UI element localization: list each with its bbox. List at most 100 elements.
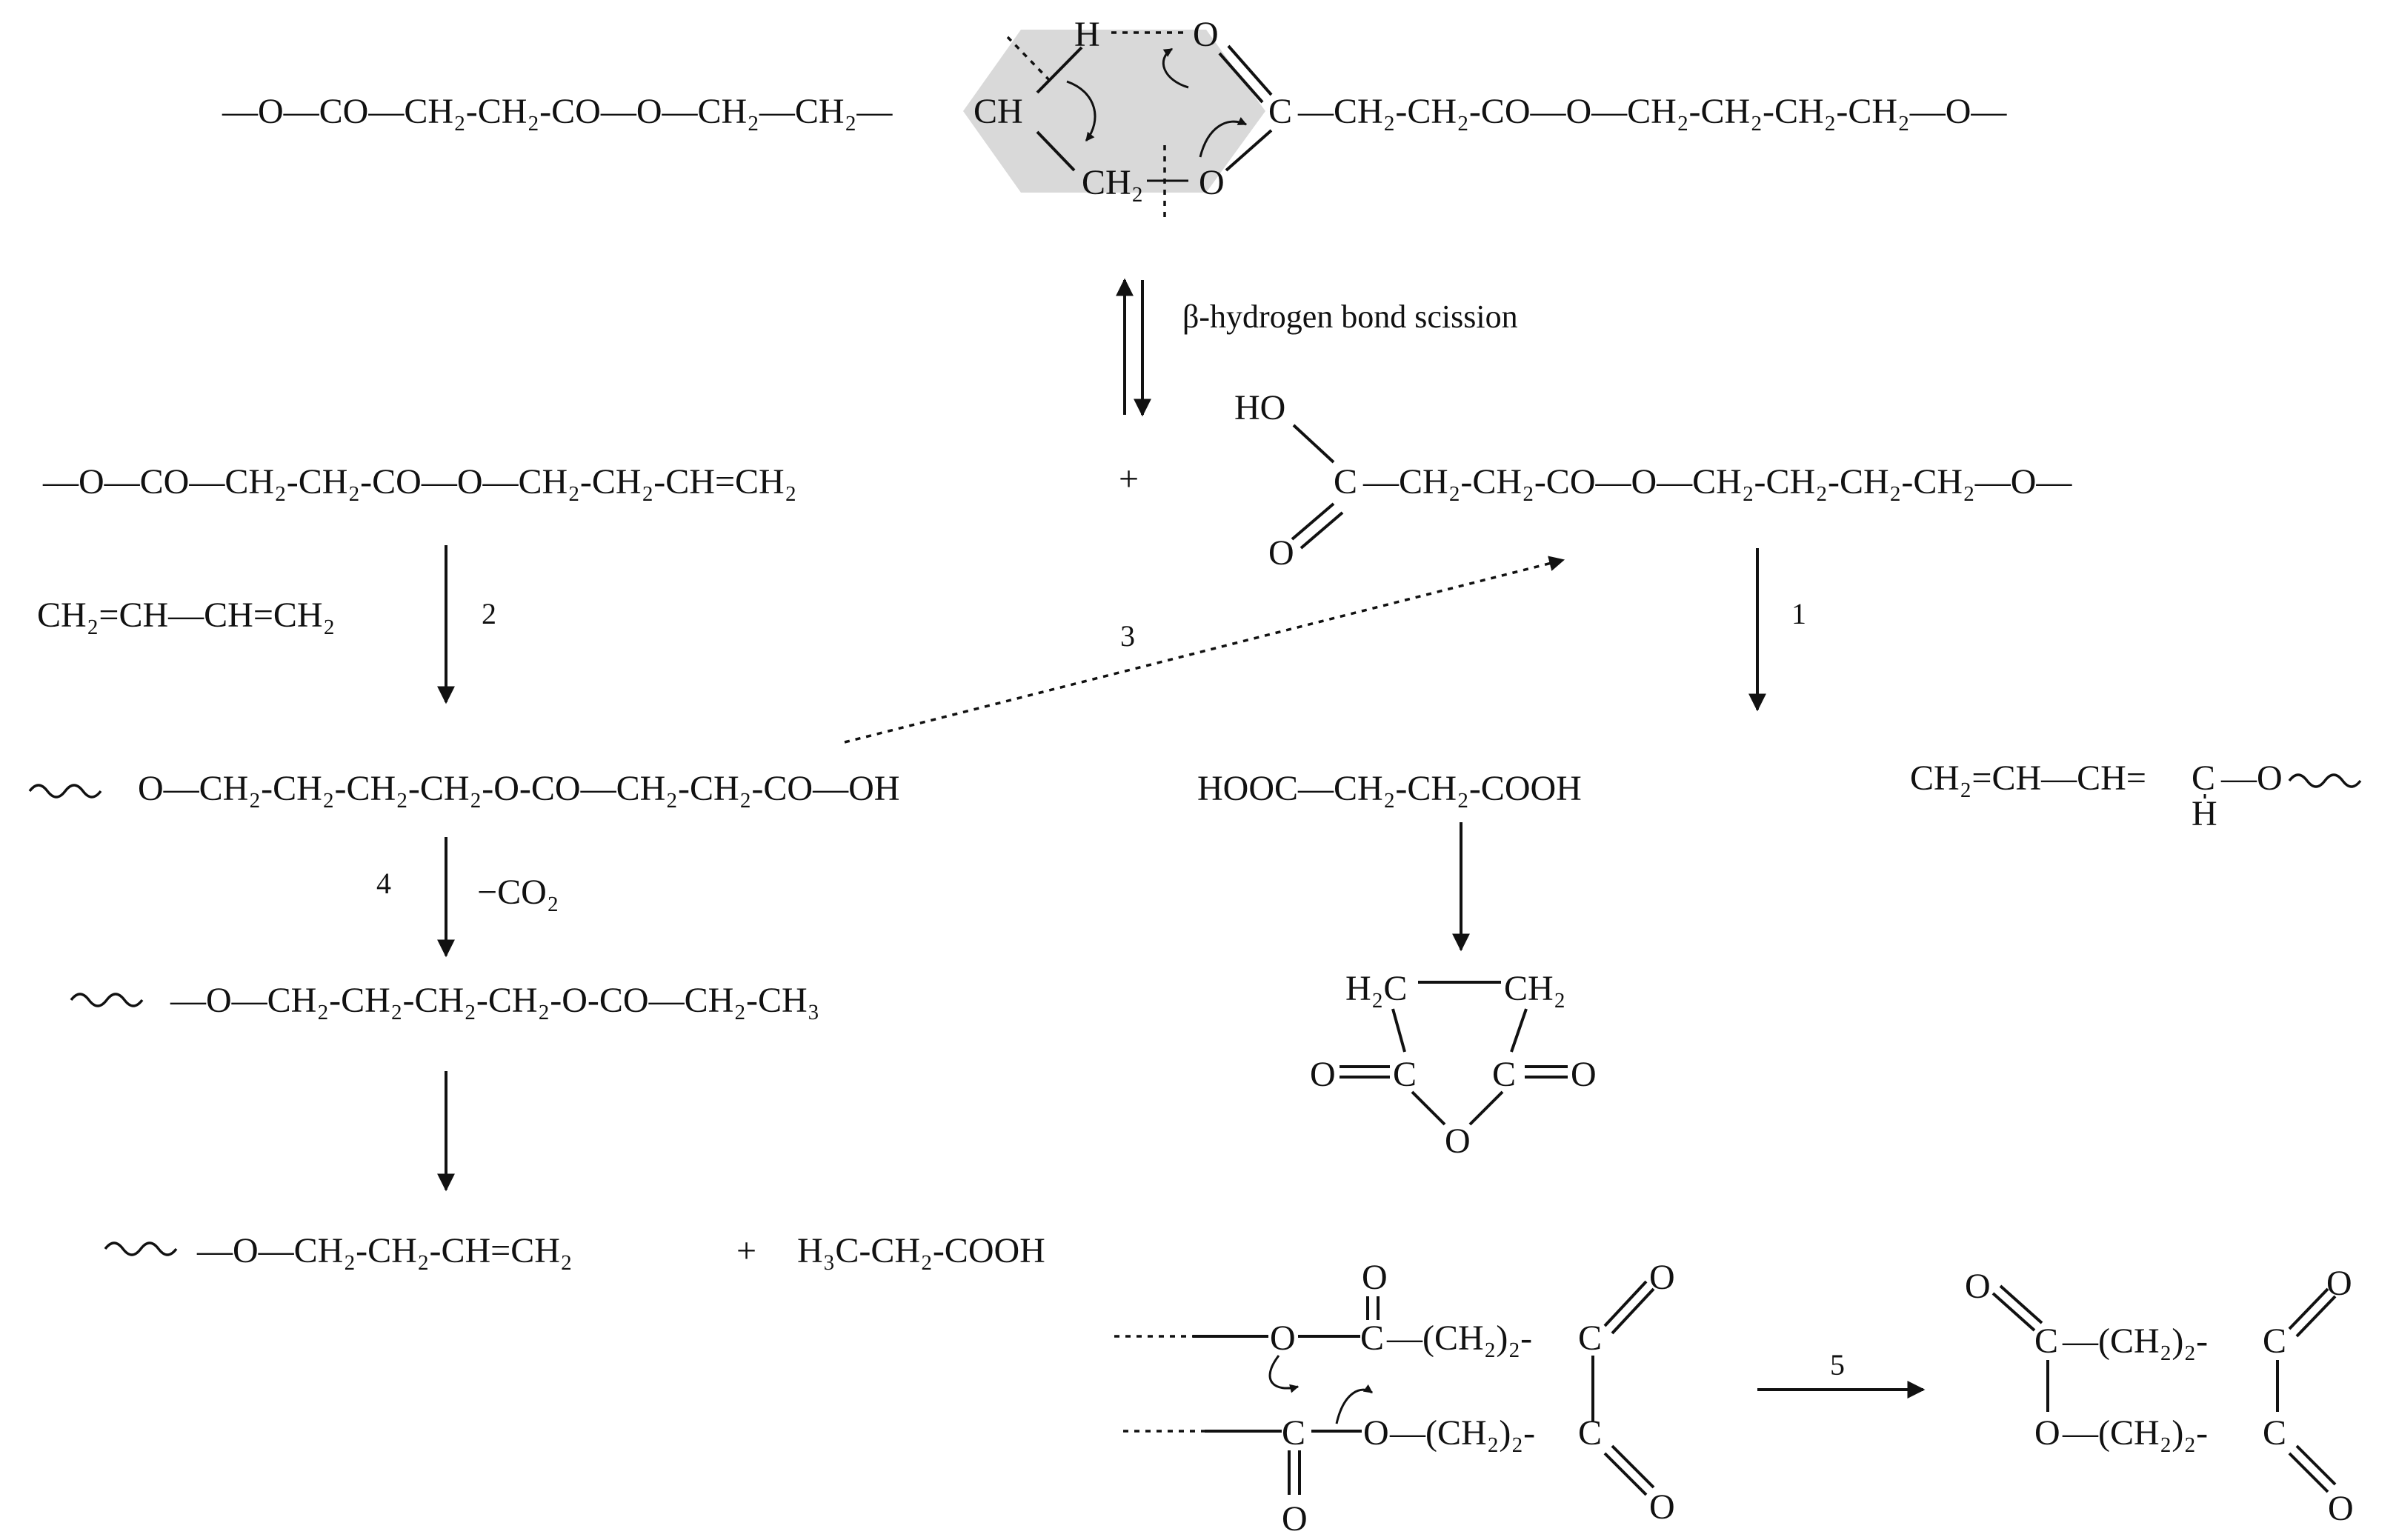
top-carbonyl-oxygen: O: [1362, 1258, 1388, 1297]
vinyl-ether-hydrogen: H: [2192, 794, 2217, 833]
polymer-wavy-bond-3: [70, 993, 144, 1007]
acid-carbon: C: [1334, 462, 1357, 501]
right-ring-bond: [1510, 1008, 1528, 1053]
ketone-carbon-2: C: [1578, 1413, 1602, 1453]
ketone-double-1b: [1611, 1287, 1655, 1335]
ch-ch2-bond: [1036, 130, 1076, 172]
polymer-wavy-bond-4: [104, 1241, 178, 1256]
cyclic-diketone-product: O O C —(CH₂)₂- C O —(CH₂)₂- C O: [1965, 1264, 2354, 1528]
bottom-carbonyl-oxygen: O: [1282, 1499, 1308, 1539]
step-5-label: 5: [1830, 1348, 1845, 1381]
upper-linker: —(CH₂)₂-: [1386, 1319, 1532, 1358]
c-o-double-bond-b: [1218, 52, 1264, 104]
curved-arrow-5: [1335, 1384, 1373, 1424]
product-c-o-double-3a: [2288, 1452, 2329, 1493]
product-top-oxygen-1: O: [1965, 1267, 1991, 1306]
ch2-group: CH₂: [1082, 163, 1143, 202]
propionate-chain: —O—CH₂-CH₂-CH₂-CH₂-O-CO—CH₂-CH₃: [170, 981, 819, 1020]
h-ch-bond: [1036, 46, 1083, 94]
product-upper-linker: —(CH₂)₂-: [2062, 1321, 2208, 1361]
product-c-o-double-1b: [1999, 1284, 2043, 1324]
hydroxy-acid-chain: O—CH₂-CH₂-CH₂-CH₂-O-CO—CH₂-CH₂-CO—OH: [138, 769, 899, 808]
hydroxyl-group: HO: [1234, 388, 1285, 427]
vinyl-ether-carbon: C: [2192, 759, 2215, 798]
c-o-double-bond-a: [1227, 44, 1273, 96]
equilibrium-arrows: β-hydrogen bond scission: [1116, 278, 1518, 417]
product-c-o-double-1a: [1991, 1292, 2036, 1332]
product-c-o-double-2b: [2295, 1295, 2337, 1338]
ketone-carbon-1: C: [1578, 1319, 1602, 1358]
plus-sign-2: +: [736, 1231, 756, 1270]
product-c-o-double-2a: [2288, 1287, 2329, 1330]
curved-arrow-3: [1066, 80, 1096, 141]
acid-ester-chain: HO C O —CH₂-CH₂-CO—O—CH₂-CH₂-CH₂-CH₂—O—: [1234, 388, 2072, 573]
propionic-acid: H₃C-CH₂-COOH: [797, 1231, 1045, 1270]
c-o-double-b: [1300, 511, 1344, 550]
vinyl-ether-chain: CH₂=CH—CH= C H —O: [1910, 759, 2362, 833]
curved-arrow-4: [1268, 1355, 1300, 1393]
propionate-row: —O—CH₂-CH₂-CH₂-CH₂-O-CO—CH₂-CH₃: [70, 981, 819, 1020]
anhydride-right-oxygen: O: [1571, 1055, 1597, 1094]
hydroxy-acid-row: O—CH₂-CH₂-CH₂-CH₂-O-CO—CH₂-CH₂-CO—OH: [28, 769, 899, 808]
starting-polyester: —O—CO—CH₂-CH₂-CO—O—CH₂—CH₂— CH H O CH₂ O…: [222, 15, 2007, 222]
co2-loss-label: −CO₂: [477, 873, 559, 912]
ester-oxygen: O: [1199, 163, 1225, 202]
bottom-ketone-oxygen: O: [1649, 1487, 1675, 1527]
c-o-single-bond: [1225, 129, 1273, 172]
ketone-double-1a: [1603, 1280, 1648, 1327]
left-ring-bond: [1391, 1008, 1406, 1053]
vinyl-ether-oxygen: —O: [2220, 759, 2283, 798]
product-lower-linker: —(CH₂)₂-: [2062, 1413, 2208, 1453]
product-carbon-1: C: [2034, 1321, 2058, 1361]
step-1-label: 1: [1791, 597, 1806, 630]
anhydride-ch2: CH₂: [1504, 969, 1565, 1008]
step-3-dotted-arrow: [844, 556, 1565, 744]
product-carbon-3: C: [2263, 1413, 2286, 1453]
step-3-label: 3: [1120, 619, 1135, 653]
transesterification-intermediate: O O O C —(CH₂)₂- C C O —(CH₂)₂- C O O: [1114, 1258, 1675, 1539]
ester-oxygen-2: O: [1363, 1413, 1389, 1453]
right-ring-o-bond: [1468, 1090, 1504, 1126]
ketone-double-2a: [1603, 1452, 1648, 1496]
acid-carbonyl-oxygen: O: [1268, 533, 1294, 573]
lower-linker: —(CH₂)₂-: [1389, 1413, 1535, 1453]
anhydride-right-carbon: C: [1492, 1055, 1516, 1094]
anhydride-left-carbon: C: [1393, 1055, 1417, 1094]
vinyl-ester-chain: —O—CO—CH₂-CH₂-CO—O—CH₂-CH₂-CH=CH₂: [42, 462, 796, 501]
c-o-double-a: [1291, 502, 1335, 541]
ho-c-bond: [1292, 424, 1335, 464]
anhydride-ring-oxygen: O: [1445, 1121, 1471, 1161]
product-c-o-double-3b: [2295, 1444, 2337, 1486]
anhydride-h2c: H₂C: [1345, 969, 1407, 1008]
top-chain-right: —CH₂-CH₂-CO—O—CH₂-CH₂-CH₂-CH₂—O—: [1297, 92, 2007, 131]
ch-group: CH: [974, 92, 1023, 131]
carbonyl-oxygen: O: [1193, 15, 1219, 54]
acid-ester-tail: —CH₂-CH₂-CO—O—CH₂-CH₂-CH₂-CH₂—O—: [1362, 462, 2072, 501]
curved-arrow-1: [1162, 47, 1189, 89]
curved-arrow-2: [1199, 117, 1248, 158]
left-ring-o-bond: [1411, 1090, 1446, 1126]
butene-product: —O—CH₂-CH₂-CH=CH₂: [196, 1231, 573, 1270]
product-top-oxygen-2: O: [2326, 1264, 2352, 1303]
carbonyl-carbon: C: [1268, 92, 1292, 131]
butene-product-row: —O—CH₂-CH₂-CH=CH₂ + H₃C-CH₂-COOH: [104, 1231, 1045, 1270]
beta-hydrogen: H: [1074, 15, 1100, 54]
beta-scission-label: β-hydrogen bond scission: [1182, 299, 1518, 335]
top-chain-left: —O—CO—CH₂-CH₂-CO—O—CH₂—CH₂—: [222, 92, 893, 131]
ketone-double-2b: [1611, 1444, 1655, 1489]
product-carbon-2: C: [2263, 1321, 2286, 1361]
step-2-label: 2: [482, 597, 496, 630]
vinyl-ether-left: CH₂=CH—CH=: [1910, 759, 2146, 798]
butadiene: CH₂=CH—CH=CH₂: [37, 596, 335, 635]
anhydride-left-oxygen: O: [1310, 1055, 1336, 1094]
succinic-anhydride: H₂C CH₂ O C C O O: [1310, 969, 1597, 1161]
ester-carbon-2: C: [1282, 1413, 1305, 1453]
polymer-wavy-bond-1: [28, 784, 102, 799]
product-ring-oxygen: O: [2034, 1413, 2060, 1453]
ester-oxygen-1: O: [1270, 1319, 1296, 1358]
succinic-acid: HOOC—CH₂-CH₂-COOH: [1197, 769, 1582, 808]
step-4-label: 4: [376, 867, 391, 900]
plus-sign-1: +: [1119, 459, 1139, 499]
product-bottom-oxygen: O: [2328, 1489, 2354, 1528]
